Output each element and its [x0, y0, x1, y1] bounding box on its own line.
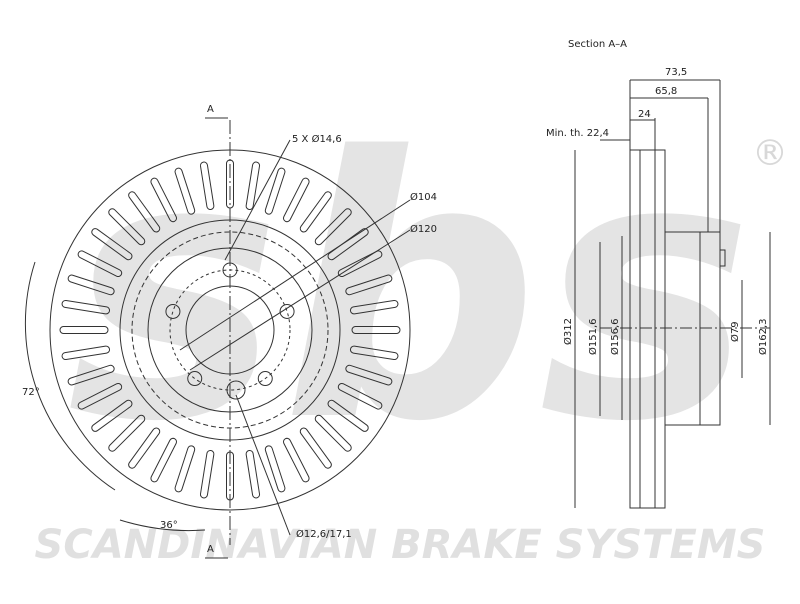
vane-slot	[351, 326, 401, 334]
front-view-labels: A A 5 X Ø14,6 Ø104 Ø120 72° 36° Ø12,6/17…	[22, 104, 437, 555]
leader-center	[189, 229, 411, 371]
section-marker-bottom: A	[207, 544, 214, 555]
vane-slot	[264, 167, 286, 215]
dia-79-label: Ø79	[729, 321, 741, 342]
vane-slot	[150, 437, 178, 483]
vane-slot	[245, 449, 261, 499]
angle-36-label: 36°	[160, 520, 178, 531]
vane-slot	[174, 445, 196, 493]
section-marker-top: A	[207, 104, 214, 115]
angle-arc-36	[119, 519, 206, 532]
vane-slot	[314, 208, 352, 246]
section-view	[574, 79, 771, 509]
leader-pcd	[179, 199, 411, 351]
dim-24-label: 24	[638, 109, 651, 120]
vane-slot	[345, 274, 393, 296]
vane-slot	[349, 345, 399, 361]
vane-slot	[337, 382, 383, 410]
vane-slot	[199, 449, 215, 499]
dia-151-6-label: Ø151,6	[587, 319, 599, 356]
dim-65-8-label: 65,8	[655, 86, 677, 97]
pcd-label: Ø104	[410, 191, 437, 203]
vane-slot	[59, 326, 109, 334]
vane-slot	[128, 191, 161, 233]
registered-mark: ®	[752, 133, 788, 174]
section-title: Section A–A	[568, 39, 627, 50]
disc-section-profile	[629, 149, 726, 509]
vane-slot	[199, 161, 215, 211]
center-label: Ø120	[410, 223, 437, 235]
vane-slot	[108, 414, 146, 452]
vane-slot	[349, 299, 399, 315]
bolt-hole	[165, 303, 181, 319]
watermark: sbs ® SCANDINAVIAN BRAKE SYSTEMS	[35, 81, 788, 568]
vane-slot	[128, 427, 161, 469]
front-view	[24, 117, 411, 559]
vane-slot	[174, 167, 196, 215]
leader-bolt-pattern	[224, 139, 291, 261]
vane-slot	[108, 208, 146, 246]
watermark-logo: sbs	[67, 81, 753, 500]
vane-slot	[77, 250, 123, 278]
vane-slot	[299, 191, 332, 233]
min-thickness-label: Min. th. 22,4	[546, 128, 609, 139]
vane-slot	[345, 364, 393, 386]
locating-hole	[226, 380, 246, 400]
bolt-hole	[187, 371, 203, 387]
dia-162-3-label: Ø162,3	[757, 319, 769, 356]
hole-label: Ø12,6/17,1	[296, 528, 352, 540]
vane-slot	[245, 161, 261, 211]
vane-slot	[67, 364, 115, 386]
bolt-pattern-label: 5 X Ø14,6	[292, 133, 342, 145]
vane-slot	[337, 250, 383, 278]
dia-312-label: Ø312	[562, 318, 574, 345]
vane-slot	[327, 399, 369, 432]
vane-slot	[67, 274, 115, 296]
vane-slot	[282, 177, 310, 223]
angle-arc-72	[24, 261, 116, 491]
vane-slot	[91, 399, 133, 432]
dim-73-5-label: 73,5	[665, 67, 687, 78]
bolt-hole	[257, 371, 273, 387]
cooling-vanes	[59, 159, 401, 501]
vane-slot	[77, 382, 123, 410]
leader-hole	[235, 394, 291, 536]
vane-slot	[61, 345, 111, 361]
dia-156-6-label: Ø156,6	[609, 319, 621, 356]
vane-slot	[61, 299, 111, 315]
vane-slot	[91, 228, 133, 261]
bolt-hole	[279, 303, 295, 319]
watermark-tagline: SCANDINAVIAN BRAKE SYSTEMS	[35, 522, 766, 568]
vane-slot	[299, 427, 332, 469]
angle-72-label: 72°	[22, 387, 40, 398]
section-view-labels: Section A–A 73,5 65,8 24 Min. th. 22,4 Ø…	[546, 39, 769, 355]
vane-slot	[264, 445, 286, 493]
vane-slot	[282, 437, 310, 483]
vane-slot	[150, 177, 178, 223]
